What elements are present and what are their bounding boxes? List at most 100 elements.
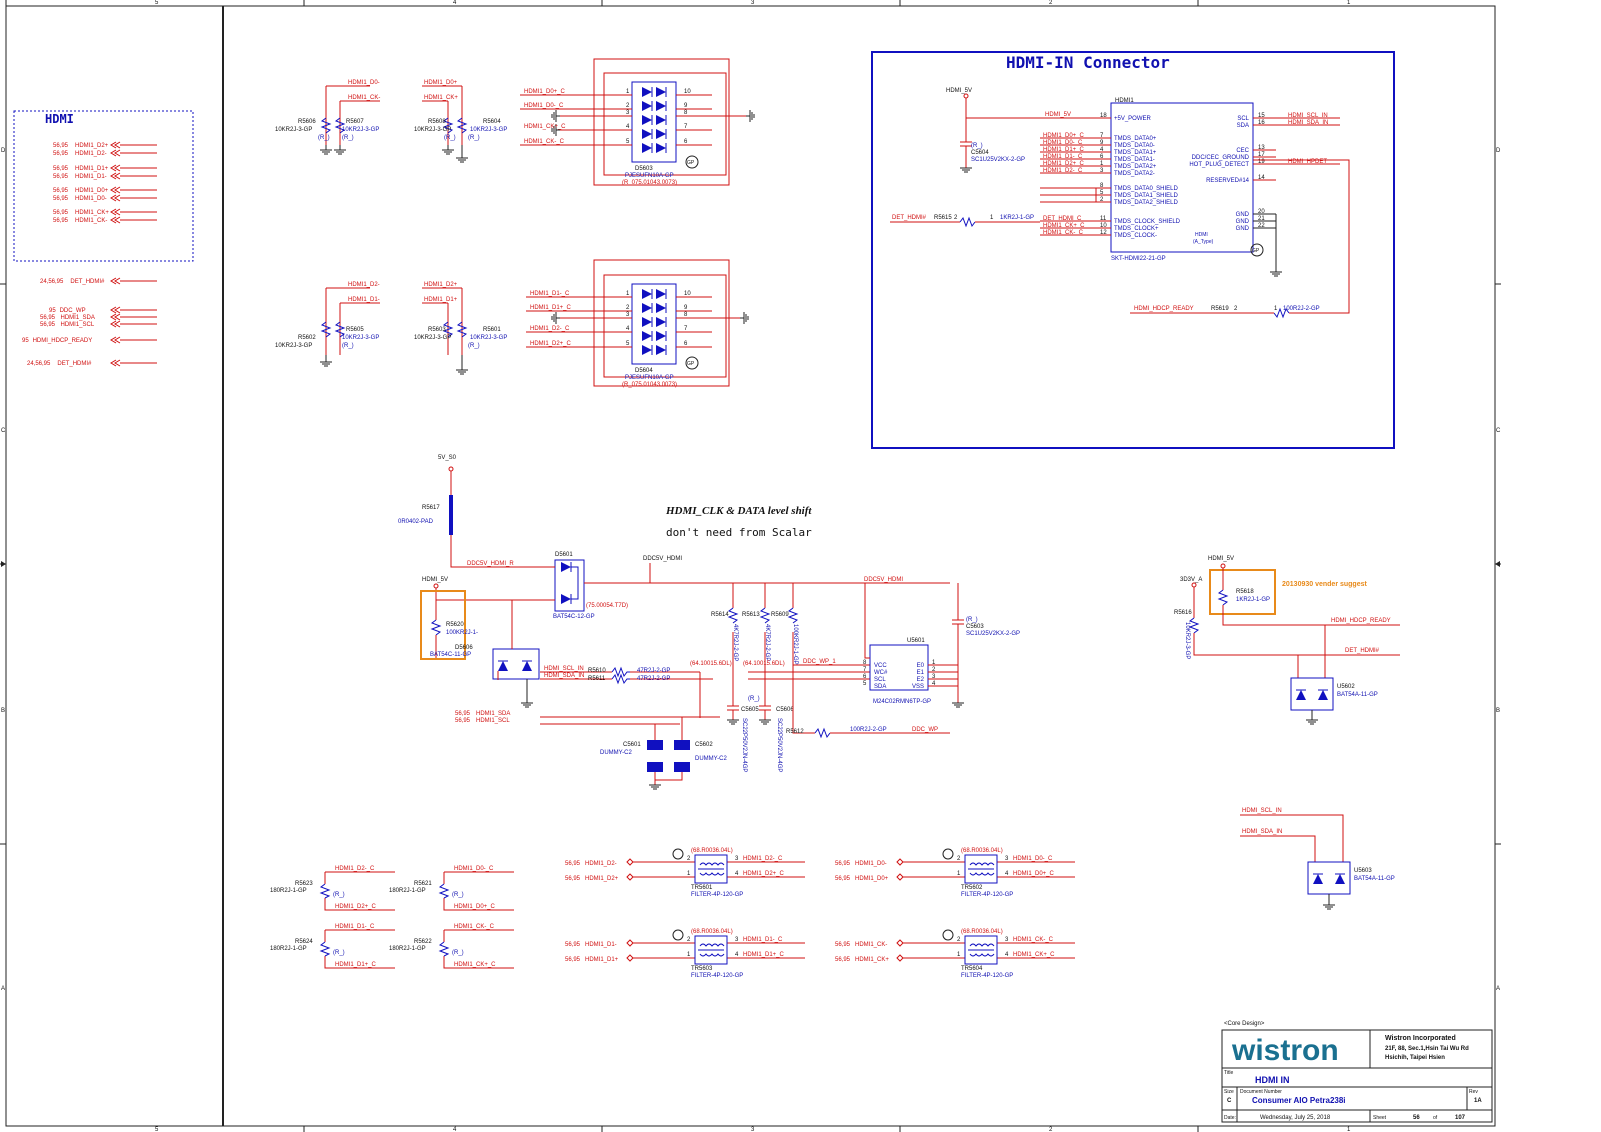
row-label: C bbox=[1496, 428, 1501, 434]
net-label: HDMI1_SDA bbox=[476, 711, 510, 717]
part-value: 10KR2J-3-GP bbox=[342, 335, 379, 341]
refdes: R5623 bbox=[295, 881, 313, 887]
sheet-label: Sheet bbox=[1373, 1115, 1387, 1121]
part-value: 180R2J-1-GP bbox=[389, 888, 426, 894]
ref-note: (R_) bbox=[444, 135, 456, 141]
pin-num: 2 bbox=[932, 667, 936, 673]
pin-name: WC# bbox=[874, 670, 888, 676]
pin-num: 2 bbox=[1234, 306, 1238, 312]
ref-note: (R_) bbox=[748, 696, 760, 702]
ref-note: (R_) bbox=[333, 950, 345, 956]
date-value: Wednesday, July 25, 2018 bbox=[1260, 1115, 1331, 1121]
net-label: HDMI_SCL_IN bbox=[544, 666, 584, 672]
pin-num: 16 bbox=[1258, 120, 1265, 126]
refdes: R5617 bbox=[422, 505, 440, 511]
refdes: R5615 bbox=[934, 215, 952, 221]
part-number: (64.10015.6DL) bbox=[743, 661, 785, 667]
title-label: Title bbox=[1224, 1070, 1233, 1076]
section-title: HDMI_CLK & DATA level shift bbox=[665, 505, 812, 517]
part-value: FILTER-4P-120-GP bbox=[961, 892, 1013, 898]
part-value: 1KR2J-1-GP bbox=[1000, 215, 1034, 221]
port-ref: 56,95 bbox=[455, 711, 471, 717]
port-net: HDMI1_D1+ bbox=[75, 166, 109, 172]
pin-num: 5 bbox=[863, 681, 867, 687]
termination-r5623: R5623180R2J-1-GP(R_)HDMI1_D2-_CHDMI1_D2+… bbox=[270, 866, 395, 911]
pin-name: TMDS_CLOCK- bbox=[1114, 233, 1157, 239]
pin-name: TMDS_DATA0_SHIELD bbox=[1114, 186, 1178, 192]
net-label: HDMI_5V bbox=[946, 88, 972, 94]
pin-num: 2 bbox=[954, 215, 958, 221]
part-value: 10KR2J-3-GP bbox=[470, 127, 507, 133]
pin-num: 2 bbox=[687, 937, 691, 943]
part-number: (68.R0036.04L) bbox=[691, 848, 733, 854]
row-label: B bbox=[1496, 708, 1500, 714]
refdes: C5605 bbox=[741, 707, 759, 713]
type-label: (A_Type) bbox=[1193, 239, 1214, 245]
ref-note: (R_) bbox=[468, 343, 480, 349]
net-label: HDMI_5V bbox=[1045, 112, 1071, 118]
port-ref: 56,95 bbox=[40, 315, 56, 321]
refdes: R5602 bbox=[298, 335, 316, 341]
pin-num: 20 bbox=[1258, 209, 1265, 215]
port-ref: 56,95 bbox=[455, 718, 471, 724]
pin-num: 3 bbox=[932, 674, 936, 680]
pin-num: 8 bbox=[684, 110, 688, 116]
net-label: HDMI1_D2-_C bbox=[335, 866, 375, 872]
pin-name: SDA bbox=[1237, 123, 1249, 129]
port-ref: 56,95 bbox=[565, 861, 581, 867]
part-value: 4K7R2J-2-GP bbox=[732, 624, 738, 661]
pin-name: TMDS_DATA1- bbox=[1114, 157, 1155, 163]
net-label: HDMI1_D1- bbox=[348, 297, 380, 303]
refdes: R5607 bbox=[346, 119, 364, 125]
pin-num: 19 bbox=[1258, 159, 1265, 165]
pin-num: 4 bbox=[626, 326, 630, 332]
net-label: HDMI1_D0-_C bbox=[454, 866, 494, 872]
ref-note: (R_) bbox=[342, 343, 354, 349]
net-label: HDMI1_D2-_C bbox=[530, 326, 570, 332]
port-ref: 24,56,95 bbox=[27, 361, 51, 367]
pin-num: 8 bbox=[863, 660, 867, 666]
port-ref: 56,95 bbox=[53, 218, 69, 224]
port-net: HDMI1_D2- bbox=[75, 151, 107, 157]
pin-name: TMDS_DATA1+ bbox=[1114, 150, 1157, 156]
net-label: 5V_S0 bbox=[438, 455, 457, 461]
size-label: Size bbox=[1224, 1089, 1234, 1095]
gp-marker: GP bbox=[687, 361, 695, 367]
port-ref: 56,95 bbox=[835, 876, 851, 882]
section-subtitle: don't need from Scalar bbox=[666, 526, 812, 539]
pin-num: 14 bbox=[1258, 175, 1265, 181]
net-label: HDMI1_D1+_C bbox=[1043, 147, 1085, 153]
termination-r5622: R5622180R2J-1-GP(R_)HDMI1_CK-_CHDMI1_CK+… bbox=[389, 924, 514, 969]
part-number: (75.00054.T7D) bbox=[586, 603, 628, 609]
refdes: R5603 bbox=[428, 327, 446, 333]
ref-note: (R_) bbox=[452, 892, 464, 898]
net-label: DDC_WP_1 bbox=[803, 659, 836, 665]
part-value: BAT54C-12-GP bbox=[553, 614, 595, 620]
net-label: HDMI_HDCP_READY bbox=[1134, 306, 1194, 312]
pin-num: 3 bbox=[626, 110, 630, 116]
net-label: HDMI1_CK+_C bbox=[1013, 952, 1055, 958]
net-label: DDC5V_HDMI_R bbox=[467, 561, 514, 567]
net-label: HDMI1_D1-_C bbox=[530, 291, 570, 297]
ref-note: (R_) bbox=[468, 135, 480, 141]
net-label: HDMI1_D1+ bbox=[424, 297, 458, 303]
document-number: Consumer AIO Petra238i bbox=[1252, 1096, 1346, 1105]
net-label: HDMI_SDA_IN bbox=[1242, 829, 1282, 835]
hpd-block: HDMI_5V 20130930 vender suggest R5618 1K… bbox=[1174, 556, 1400, 910]
refdes: D5601 bbox=[555, 552, 573, 558]
pin-num: 3 bbox=[1100, 168, 1104, 174]
port-net: HDMI1_SCL bbox=[61, 322, 95, 328]
part-value: 100R2J-2-GP bbox=[1283, 306, 1320, 312]
net-label: DET_HDMI# bbox=[1345, 648, 1380, 654]
part-number: (R_075.01043.0073) bbox=[622, 180, 677, 186]
net-label: HDMI1_SCL bbox=[476, 718, 510, 724]
net-label: HDMI1_CK+_C bbox=[454, 962, 496, 968]
pin-num: 4 bbox=[1100, 147, 1104, 153]
refdes: R5613 bbox=[742, 612, 760, 618]
net-label: HDMI_SDA_IN bbox=[544, 673, 584, 679]
refdes: HDMI1 bbox=[1115, 98, 1134, 104]
part-value: FILTER-4P-120-GP bbox=[961, 973, 1013, 979]
net-label: HDMI1_CK+_C bbox=[1043, 223, 1085, 229]
col-label: 3 bbox=[751, 0, 755, 6]
